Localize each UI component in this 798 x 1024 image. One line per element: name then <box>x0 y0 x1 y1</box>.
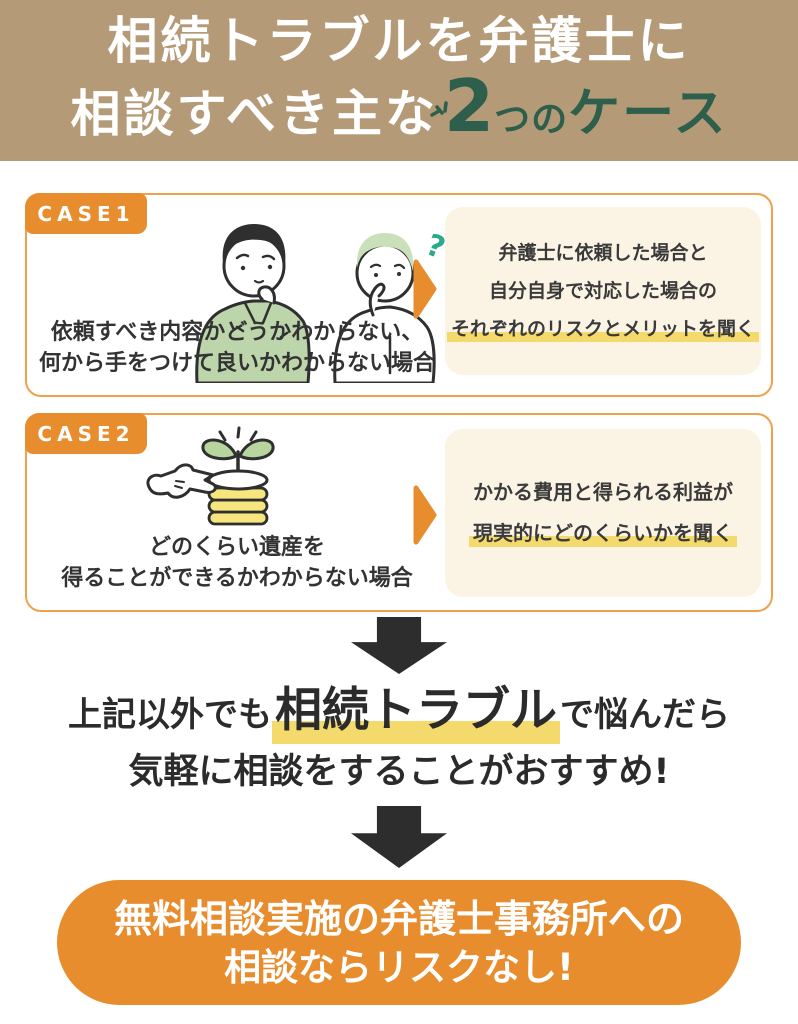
conclusion-line2: 気軽に相談をすることがおすすめ! <box>128 752 670 792</box>
conclusion-post: で悩んだら <box>560 695 730 735</box>
cta-line2: 相談ならリスクなし! <box>224 945 574 989</box>
conclusion-highlight: 相続トラブル <box>272 683 560 744</box>
right-arrow-icon <box>413 259 437 319</box>
case1-caption: 依頼すべき内容かどうかわからない、 何から手をつけて良いかわからない場合 <box>27 317 447 379</box>
case1-result-line3-highlight: それぞれのリスクとメリットを聞く <box>446 318 759 342</box>
case1-caption-line1: 依頼すべき内容かどうかわからない、 <box>50 320 424 345</box>
case2-caption-line1: どのくらい遺産を <box>148 535 325 560</box>
sparkle-icon <box>428 65 454 135</box>
down-arrow-icon <box>351 617 447 674</box>
cta-banner: 無料相談実施の弁護士事務所への 相談ならリスクなし! <box>57 880 741 1005</box>
case2-result-box: かかる費用と得られる利益が 現実的にどのくらいかを聞く <box>445 429 761 597</box>
case2-caption-line2: 得ることができるかわからない場合 <box>61 566 413 591</box>
case1-result-box: 弁護士に依頼した場合と 自分自身で対応した場合の それぞれのリスクとメリットを聞… <box>445 207 761 375</box>
header-line2-rest: ケース <box>568 83 728 144</box>
case2-tab: CASE2 <box>25 413 147 454</box>
case1-result-line1: 弁護士に依頼した場合と <box>498 242 708 264</box>
case1-result-line2: 自分自身で対応した場合の <box>488 280 717 302</box>
header-line2-small: つの <box>494 98 569 140</box>
header-line2-number: 2 <box>430 70 494 142</box>
header-line2-white: 相談すべき主な <box>70 84 438 143</box>
case2-result-line1: かかる費用と得られる利益が <box>473 480 733 504</box>
case1-tab: CASE1 <box>25 193 147 234</box>
case1-caption-line2: 何から手をつけて良いかわからない場合 <box>38 351 435 376</box>
cta-line1: 無料相談実施の弁護士事務所への <box>113 896 684 941</box>
header-number-text: 2 <box>443 63 495 148</box>
right-arrow-icon <box>413 485 437 545</box>
coins-sprout-illustration <box>146 426 275 526</box>
header-banner: 相続トラブルを弁護士に 相談すべき主な 2 つの ケース <box>0 0 798 161</box>
people-thinking-illustration: ? <box>195 224 445 383</box>
header-title-line1: 相続トラブルを弁護士に <box>107 11 691 70</box>
case2-result-line2-highlight: 現実的にどのくらいかを聞く <box>469 521 737 547</box>
header-title-line2: 相談すべき主な 2 つの ケース <box>70 70 728 155</box>
conclusion-line1: 上記以外でも相続トラブルで悩んだら <box>0 682 798 744</box>
conclusion-text: 上記以外でも相続トラブルで悩んだら 気軽に相談をすることがおすすめ! <box>0 682 798 798</box>
case2-caption: どのくらい遺産を 得ることができるかわからない場合 <box>27 532 447 594</box>
case2-box: CASE2 どのくらい遺産を 得ることができるかわからない場合 かかる費用と得ら… <box>25 413 773 612</box>
case1-box: CASE1 ? 依頼すべき内容かどうかわからない、 何から手をつけて良いかわから… <box>25 193 773 397</box>
conclusion-pre: 上記以外でも <box>68 695 272 735</box>
down-arrow-icon <box>351 806 447 868</box>
